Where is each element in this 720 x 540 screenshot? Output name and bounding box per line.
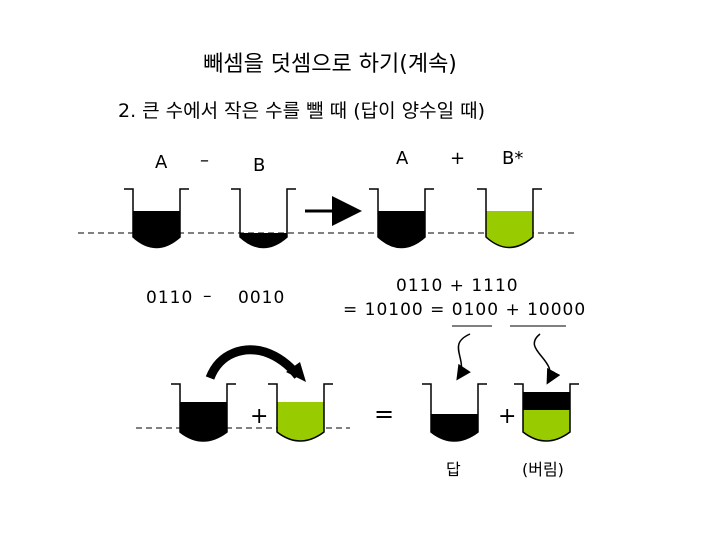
bottom-equals: = bbox=[374, 400, 395, 428]
label-minus-left: – bbox=[200, 150, 209, 171]
beaker-answer bbox=[422, 383, 487, 442]
binary-a-left: 0110 bbox=[146, 288, 194, 308]
beaker-a-bottom bbox=[171, 383, 236, 442]
bottom-plus-left: + bbox=[250, 404, 269, 429]
label-a-right: A bbox=[396, 148, 409, 169]
binary-right-line2: = 10100 = 0100 + 10000 bbox=[343, 300, 587, 320]
curvy-arrow-discard-icon bbox=[533, 333, 561, 385]
page-subtitle: 2. 큰 수에서 작은 수를 뺄 때 (답이 양수일 때) bbox=[118, 100, 485, 122]
beaker-b-left bbox=[231, 188, 296, 249]
label-b-star: B* bbox=[502, 148, 524, 169]
beaker-green-bottom bbox=[268, 383, 333, 442]
beaker-b-star bbox=[477, 188, 542, 249]
label-a-left: A bbox=[155, 152, 168, 173]
label-b-left: B bbox=[253, 155, 266, 176]
binary-right-line1: 0110 + 1110 bbox=[396, 276, 519, 296]
curved-swap-arrow-icon bbox=[205, 345, 302, 380]
answer-label: 답 bbox=[446, 460, 461, 479]
binary-minus-left: – bbox=[203, 286, 213, 306]
page-title: 빼셈을 덧셈으로 하기(계속) bbox=[203, 52, 457, 77]
binary-b-left: 0010 bbox=[238, 288, 286, 308]
beaker-discard bbox=[514, 383, 579, 442]
beaker-a-right bbox=[369, 188, 434, 249]
curved-swap-arrowhead-icon bbox=[286, 362, 306, 382]
bottom-plus-right: + bbox=[498, 404, 517, 429]
label-plus-right: + bbox=[450, 148, 466, 169]
beaker-a-left bbox=[124, 188, 189, 249]
curvy-arrow-answer-icon bbox=[456, 333, 471, 381]
discard-label: (버림) bbox=[522, 460, 564, 479]
